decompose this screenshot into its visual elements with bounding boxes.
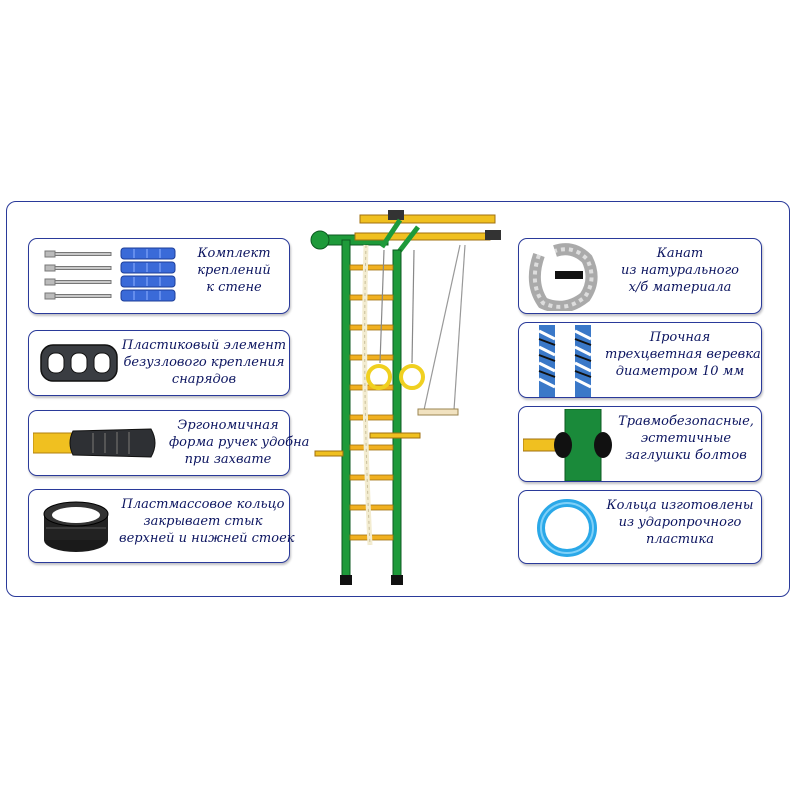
three-hole-plate-icon <box>39 343 119 383</box>
bar-handle-icon <box>33 423 163 463</box>
cotton-rope-icon <box>525 243 601 311</box>
plastic-ring-icon <box>41 498 111 556</box>
bolt-cap-icon <box>523 409 619 481</box>
tricolor-cord-icon <box>533 325 599 397</box>
blue-ring-icon <box>535 497 599 559</box>
anchor-bolts-icon <box>39 245 179 307</box>
swedish-wall-illustration <box>300 205 510 590</box>
